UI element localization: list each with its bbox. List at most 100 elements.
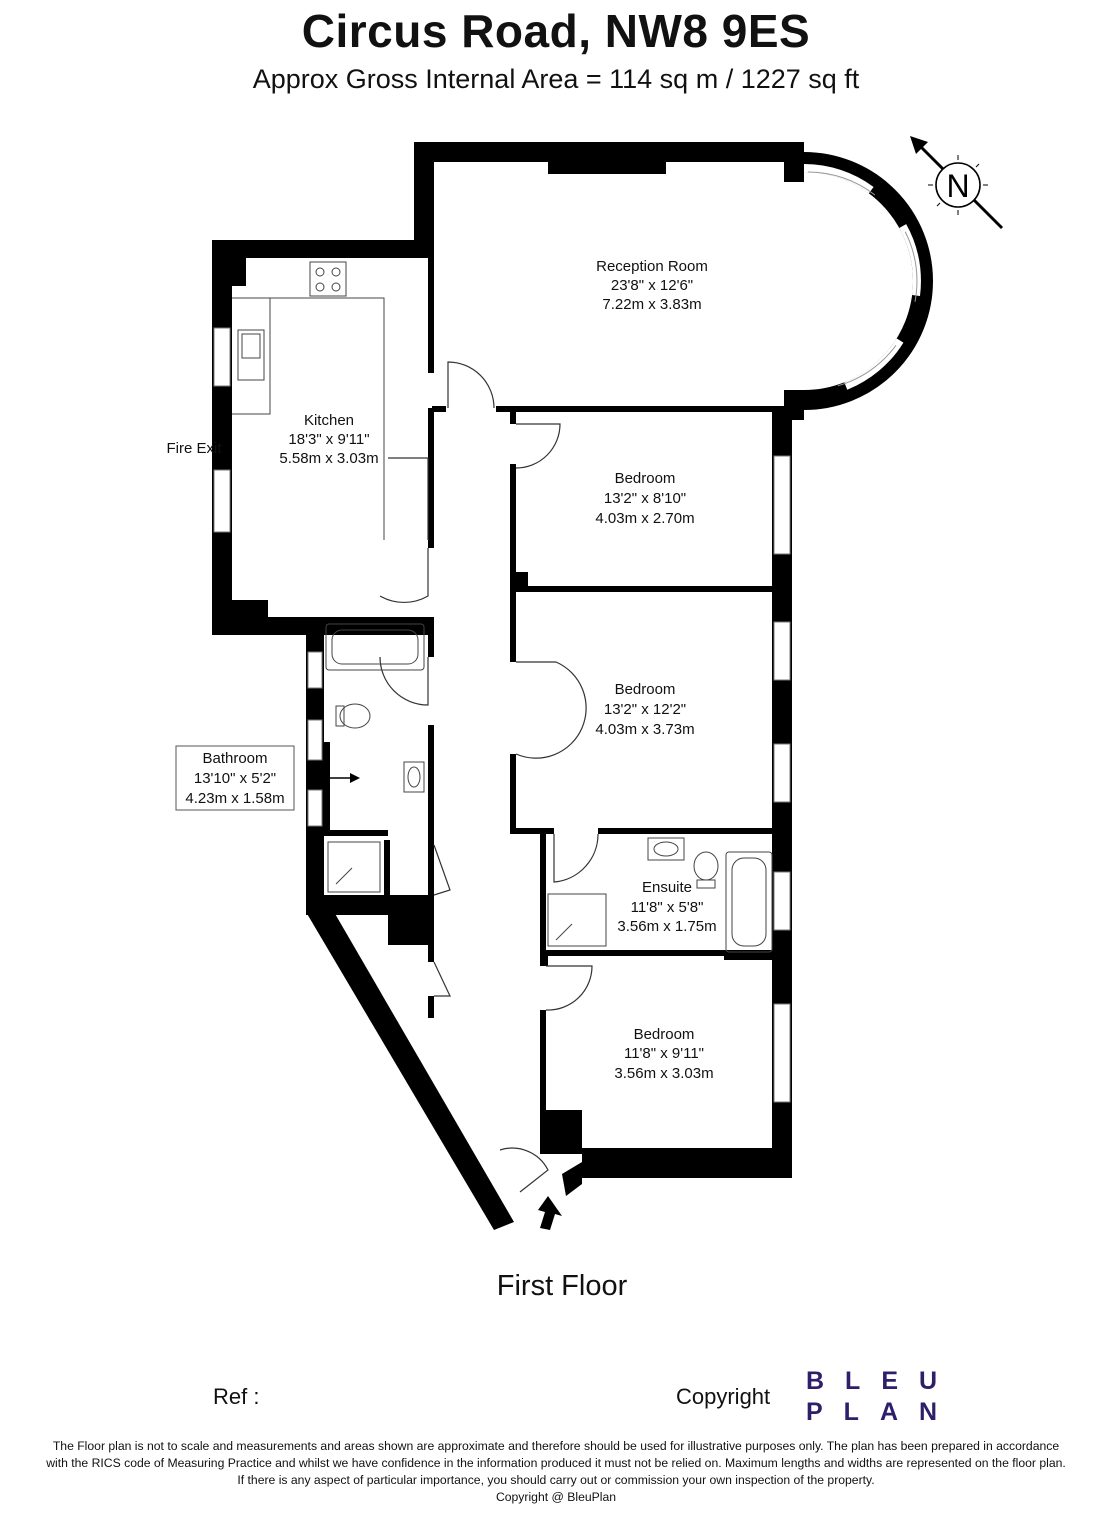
- door-swing: [433, 844, 451, 896]
- wall: [232, 256, 246, 286]
- window: [213, 327, 231, 387]
- room-name: Ensuite: [642, 879, 692, 896]
- wall: [724, 950, 784, 960]
- hob-icon: [309, 261, 347, 297]
- door-swing: [447, 361, 495, 409]
- wall: [428, 940, 434, 962]
- basin-icon: [403, 761, 425, 793]
- wall: [510, 464, 516, 586]
- toilet-icon: [339, 703, 371, 729]
- window: [773, 871, 791, 931]
- wall: [582, 1148, 792, 1178]
- room-labels: Reception Room 23'8" x 12'6" 7.22m x 3.8…: [166, 258, 716, 1082]
- room-dims-metric: 4.23m x 1.58m: [185, 790, 284, 807]
- wall: [324, 742, 330, 830]
- basin-icon: [647, 837, 685, 861]
- window: [773, 455, 791, 555]
- room-dims-metric: 7.22m x 3.83m: [602, 296, 701, 313]
- wall: [414, 142, 804, 162]
- page-title: Circus Road, NW8 9ES: [301, 5, 811, 57]
- window: [773, 621, 791, 681]
- bathroom-arrow: [330, 773, 360, 783]
- bathtub-icon: [325, 623, 425, 671]
- wall: [598, 828, 778, 834]
- door-swing: [553, 833, 599, 883]
- wall: [432, 406, 446, 412]
- wall: [544, 1110, 582, 1150]
- door-swing: [515, 661, 587, 759]
- wall: [784, 142, 804, 182]
- window: [307, 719, 323, 761]
- entrance-arrow: [538, 1196, 562, 1230]
- wall: [562, 1162, 582, 1196]
- room-dims-imperial: 11'8" x 5'8": [631, 899, 704, 916]
- wall: [306, 617, 324, 912]
- room-dims-metric: 4.03m x 3.73m: [595, 721, 694, 738]
- floor-label: First Floor: [496, 1270, 628, 1302]
- room-dims-imperial: 18'3" x 9'11": [288, 431, 369, 448]
- wall: [510, 412, 516, 424]
- wall: [232, 600, 268, 618]
- wall: [540, 950, 726, 956]
- room-dims-imperial: 11'8" x 9'11": [624, 1045, 704, 1062]
- stair-line: [388, 457, 429, 540]
- compass-label: N: [946, 168, 969, 204]
- door-swing: [379, 548, 429, 603]
- window: [213, 469, 231, 533]
- wall: [540, 1010, 546, 1120]
- wall: [306, 912, 514, 1230]
- wall: [510, 586, 780, 592]
- disclaimer-line: Copyright @ BleuPlan: [495, 1490, 617, 1504]
- bleuplan-logo: BLEU PLAN: [806, 1366, 958, 1428]
- room-name: Reception Room: [596, 258, 708, 275]
- room-name: Kitchen: [304, 412, 354, 429]
- area-subtitle: Approx Gross Internal Area = 114 sq m / …: [252, 64, 860, 94]
- logo-line-2: PLAN: [806, 1398, 959, 1426]
- wall: [324, 830, 388, 836]
- logo-line-1: BLEU: [806, 1367, 959, 1395]
- wall: [388, 895, 434, 945]
- room-dims-imperial: 13'2" x 12'2": [604, 701, 686, 718]
- door-swing: [499, 1147, 549, 1193]
- toilet-icon: [693, 851, 719, 881]
- room-dims-metric: 3.56m x 3.03m: [614, 1065, 713, 1082]
- disclaimer-line: If there is any aspect of particular imp…: [237, 1473, 875, 1487]
- wall: [540, 956, 548, 966]
- room-name: Bathroom: [202, 750, 267, 767]
- compass-ring: [935, 162, 981, 208]
- wall: [384, 840, 390, 895]
- room-dims-imperial: 13'2" x 8'10": [604, 490, 686, 507]
- disclaimer-line: The Floor plan is not to scale and measu…: [52, 1439, 1060, 1453]
- wall: [510, 828, 554, 834]
- compass: N: [910, 136, 1004, 230]
- bathtub-icon: [725, 851, 773, 953]
- walls: [212, 142, 804, 1178]
- disclaimer: The Floor plan is not to scale and measu…: [0, 1438, 1112, 1506]
- kitchen-counter: [232, 298, 271, 415]
- windows: [213, 327, 791, 1103]
- wall: [212, 240, 432, 258]
- wall: [414, 142, 434, 258]
- wall: [510, 592, 516, 662]
- ref-label: Ref :: [213, 1384, 260, 1409]
- wall: [428, 996, 434, 1018]
- bay-window: [803, 152, 933, 410]
- window: [307, 651, 323, 689]
- bathroom-fixtures: [325, 623, 425, 893]
- room-dims-imperial: 13'10" x 5'2": [194, 770, 276, 787]
- room-dims-metric: 5.58m x 3.03m: [279, 450, 378, 467]
- wall: [212, 240, 232, 635]
- wall: [428, 408, 434, 548]
- wall: [548, 160, 666, 174]
- room-name: Bedroom: [615, 470, 676, 487]
- copyright-label: Copyright: [676, 1384, 771, 1409]
- room-dims-metric: 4.03m x 2.70m: [595, 510, 694, 527]
- doors: [379, 361, 599, 1193]
- kitchen-counter: [232, 297, 385, 540]
- wall: [428, 725, 434, 905]
- window: [773, 743, 791, 803]
- wall: [428, 258, 434, 373]
- wall: [496, 406, 786, 412]
- wall: [510, 754, 516, 834]
